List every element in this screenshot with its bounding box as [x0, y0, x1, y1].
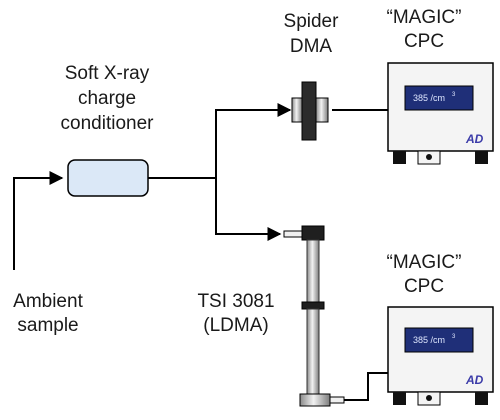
- cpc-top-label-line2: CPC: [404, 31, 444, 52]
- cpc-bottom-label-line1: “MAGIC”: [387, 252, 462, 273]
- flow-lines: [13, 103, 388, 401]
- spider-dma-label-line2: DMA: [290, 36, 333, 57]
- spider-dma-label-line1: Spider: [284, 11, 340, 32]
- tsi-label-line1: TSI 3081: [197, 291, 274, 312]
- cpc-bottom-display-value: 385 /cm: [413, 335, 445, 345]
- cpc-top-port-hole: [426, 154, 432, 160]
- ldma-tube-lower: [306, 308, 320, 395]
- cpc-bottom-display: [404, 327, 474, 353]
- cpc-top-foot-right: [475, 151, 488, 164]
- ambient-label-line2: sample: [17, 315, 78, 336]
- ldma-tube-upper: [306, 239, 320, 303]
- ldma-base: [299, 393, 331, 407]
- ambient-inlet-line: [13, 171, 64, 270]
- cpc-top-display-value: 385 /cm: [413, 93, 445, 103]
- spider-dma: [291, 81, 329, 141]
- line-to-ldma: [215, 178, 282, 241]
- cpc-bottom-foot-right: [475, 392, 488, 405]
- spider-dma-disk: [301, 81, 317, 141]
- cpc-bottom-label-line2: CPC: [404, 276, 444, 297]
- ldma-to-cpc-line: [344, 372, 388, 401]
- cpc-top-logo: AD: [465, 132, 484, 146]
- cpc-top-label-line1: “MAGIC”: [387, 7, 462, 28]
- cpc-bottom-logo: AD: [465, 373, 484, 387]
- cpc-bottom: 385 /cm 3 AD: [387, 306, 494, 406]
- tsi-ldma-column: [283, 225, 345, 407]
- ldma-outlet-fitting: [329, 396, 345, 404]
- ldma-collar: [301, 301, 325, 310]
- line-to-spider-dma: [215, 103, 292, 178]
- cpc-bottom-foot-left: [393, 392, 406, 405]
- conditioner-label-line2: charge: [78, 88, 136, 109]
- cpc-bottom-display-exponent: 3: [452, 334, 456, 340]
- cpc-top-foot-left: [393, 151, 406, 164]
- ldma-top-cap: [301, 225, 325, 241]
- cpc-top-display-exponent: 3: [452, 92, 456, 98]
- spider-dma-hub-right: [315, 97, 329, 123]
- cpc-top: 385 /cm 3 AD: [387, 62, 494, 165]
- cpc-bottom-port-hole: [426, 395, 432, 401]
- conditioner-label-line3: conditioner: [61, 113, 155, 134]
- cpc-top-display: [404, 85, 474, 111]
- ambient-label-line1: Ambient: [13, 291, 83, 312]
- conditioner-box: [67, 159, 149, 197]
- conditioner-label-line1: Soft X-ray: [65, 63, 150, 84]
- ldma-inlet-fitting: [283, 230, 305, 238]
- tsi-label-line2: (LDMA): [203, 315, 268, 336]
- spider-dma-hub-left: [291, 97, 303, 123]
